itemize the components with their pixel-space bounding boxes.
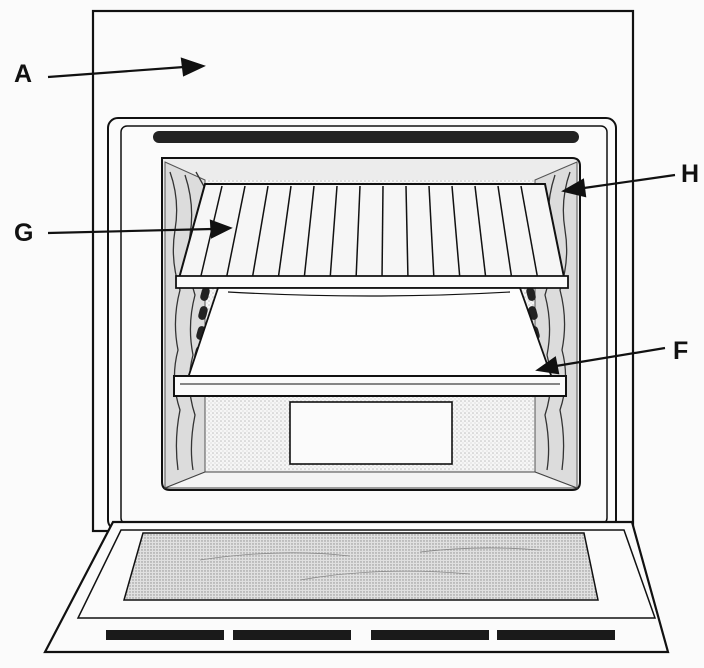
bottom-panel <box>289 401 453 465</box>
callout-arrows <box>47 57 676 375</box>
door-handle-segments <box>106 630 615 640</box>
cavity-floor <box>164 471 578 489</box>
callout-label-a: A <box>14 60 33 88</box>
oven-door <box>43 520 670 654</box>
wire-shelf <box>175 183 569 289</box>
baking-tray <box>173 287 567 397</box>
vent-strip <box>153 131 579 143</box>
callout-label-g: G <box>14 219 34 247</box>
callout-label-h: H <box>681 160 700 188</box>
door-window <box>123 532 599 601</box>
callout-label-f: F <box>673 337 689 365</box>
